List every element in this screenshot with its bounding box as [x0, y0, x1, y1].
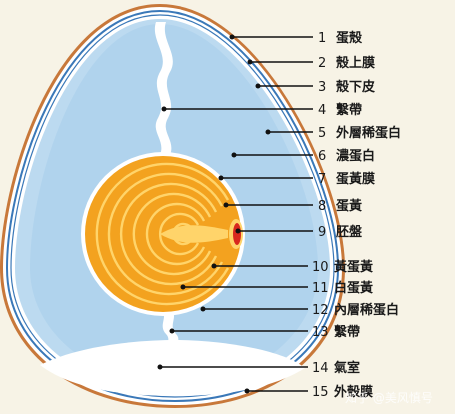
label-number-12: 12	[312, 303, 329, 318]
label-number-2: 2	[318, 56, 326, 71]
label-number-15: 15	[312, 385, 329, 400]
label-text-6: 濃蛋白	[336, 148, 375, 164]
label-text-8: 蛋黃	[336, 198, 362, 214]
leader-dot-6	[231, 152, 237, 158]
leader-dot-8	[223, 202, 229, 208]
label-text-10: 黃蛋黃	[333, 259, 373, 275]
latebra	[160, 225, 228, 243]
label-number-6: 6	[318, 149, 326, 164]
chalaza-upper	[154, 22, 173, 155]
label-number-5: 5	[318, 126, 326, 141]
leader-dot-15	[244, 388, 250, 394]
label-number-9: 9	[318, 225, 326, 240]
label-number-13: 13	[312, 325, 329, 340]
label-text-14: 氣室	[334, 360, 360, 376]
leader-dot-12	[200, 306, 206, 312]
label-number-14: 14	[312, 361, 329, 376]
label-number-1: 1	[318, 31, 326, 46]
shell-membrane-inner-line	[10, 14, 335, 398]
label-text-7: 蛋黃膜	[336, 171, 375, 187]
leader-dot-1	[229, 34, 235, 40]
label-text-2: 殼上膜	[336, 55, 375, 71]
label-text-1: 蛋殼	[336, 30, 363, 46]
leader-dot-2	[247, 59, 253, 65]
label-text-3: 殼下皮	[336, 79, 375, 95]
air-cell	[40, 340, 305, 396]
leader-dot-10	[211, 263, 217, 269]
label-text-12: 內層稀蛋白	[334, 302, 399, 318]
label-text-11: 白蛋黃	[334, 280, 373, 296]
label-text-13: 繫帶	[334, 324, 360, 340]
shell-membrane-outer-line	[5, 9, 340, 403]
label-list: 1 蛋殼 2 殼上膜 3 殼下皮 4 繫帶 5 外層稀蛋白 6 濃蛋白 7 蛋黃膜 8 蛋黃 9 胚盤 10 黃蛋黃 1…	[312, 30, 401, 400]
leader-lines	[157, 34, 313, 394]
leader-dot-3	[255, 83, 261, 89]
label-number-3: 3	[318, 80, 326, 95]
label-number-4: 4	[318, 103, 326, 118]
label-text-4: 繫帶	[336, 102, 362, 118]
leader-dot-7	[218, 175, 224, 181]
leader-dot-14	[157, 364, 163, 370]
label-text-5: 外層稀蛋白	[335, 125, 401, 141]
label-number-11: 11	[312, 281, 329, 296]
leader-dot-4	[161, 106, 167, 112]
leader-dot-5	[265, 129, 271, 135]
label-number-8: 8	[318, 199, 326, 214]
label-number-10: 10	[312, 260, 329, 275]
label-number-7: 7	[318, 172, 326, 187]
germinal-disc	[233, 223, 241, 245]
label-text-9: 胚盤	[336, 224, 363, 240]
leader-dot-13	[169, 328, 175, 334]
leader-dot-11	[180, 284, 186, 290]
leader-dot-9	[235, 228, 241, 234]
watermark-text: 知乎 @美风慎号	[345, 391, 433, 405]
label-text-15: 外殼膜	[333, 384, 373, 400]
yolk-rings	[95, 162, 230, 306]
